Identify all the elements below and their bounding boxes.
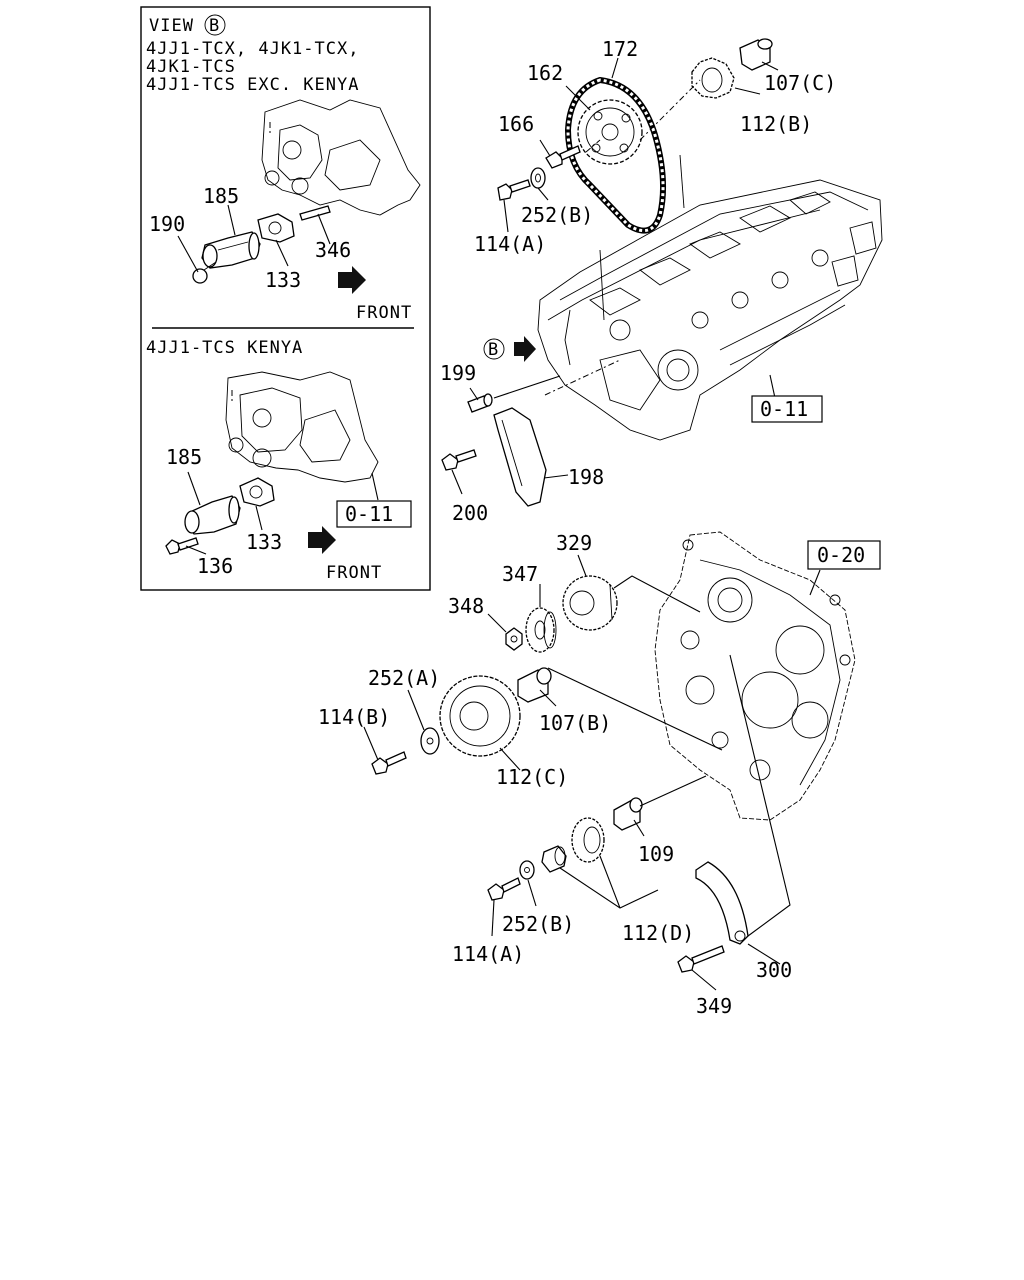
label-199: 199 [440,361,476,385]
label-252b-bottom: 252(B) [502,912,574,936]
timing-chain-172 [564,76,667,234]
label-107b: 107(B) [539,711,611,735]
label-133-upper: 133 [265,268,301,292]
front-label-lower: FRONT [326,563,382,583]
label-112c: 112(C) [496,765,568,789]
ref-box-front-cover-label: 0-20 [817,543,865,567]
inset-stud-346 [299,205,331,221]
label-114a-top: 114(A) [474,232,546,256]
label-185-upper: 185 [203,184,239,208]
dowel-199 [467,393,493,413]
washer-252b-bottom [519,860,535,880]
inset-header-line1: 4JJ1-TCX, 4JK1-TCX, [146,39,359,59]
front-arrow-icon-lower [308,526,336,554]
nut-348 [505,627,523,651]
label-114a-bottom: 114(A) [452,942,524,966]
inset-section2-header: 4JJ1-TCS KENYA [146,338,303,358]
cylinder-head [537,154,883,441]
view-direction-arrow-icon [514,336,536,362]
chain-tensioner-300 [695,861,749,945]
label-300: 300 [756,958,792,982]
label-329: 329 [556,531,592,555]
washer-252a [420,727,440,755]
bolt-114a-bottom [487,877,521,901]
label-198: 198 [568,465,604,489]
inset-solenoid-185-lower [184,495,241,535]
view-marker-b: B [483,336,536,362]
label-252a: 252(A) [368,666,440,690]
inset-bolt-136 [165,537,199,555]
washer-252b-top [530,167,546,189]
inset-engine-block-lower [225,371,379,483]
inset-panel: VIEW B 4JJ1-TCX, 4JK1-TCX, 4JK1-TCS 4JJ1… [140,6,431,591]
ref-box-inset [336,500,412,528]
shaft-109 [613,797,643,831]
label-346: 346 [315,238,351,262]
inset-solenoid-185-upper [201,231,261,269]
label-185-lower: 185 [166,445,202,469]
bolt-114a-top [497,179,531,201]
label-200: 200 [452,501,488,525]
front-label-upper: FRONT [356,303,412,323]
label-112b: 112(B) [740,112,812,136]
view-prefix: VIEW [149,16,194,36]
label-166: 166 [498,112,534,136]
label-114b: 114(B) [318,705,390,729]
front-arrow-icon-upper [338,266,366,294]
gear-112b [691,57,735,99]
sprocket-162 [577,99,643,165]
inset-gasket-133-lower [239,477,275,507]
label-109: 109 [638,842,674,866]
label-172: 172 [602,37,638,61]
shaft-107c [739,38,773,71]
label-347: 347 [502,562,538,586]
label-348: 348 [448,594,484,618]
inset-gasket-133-upper [257,213,295,243]
bolt-114b [371,751,407,775]
front-cover [654,531,856,821]
gear-329 [562,575,618,631]
shaft-107b [517,667,552,703]
label-136: 136 [197,554,233,578]
label-349: 349 [696,994,732,1018]
ref-box-cylinder-head-label: 0-11 [760,397,808,421]
label-162: 162 [527,61,563,85]
inset-header-line3: 4JJ1-TCS EXC. KENYA [146,75,359,95]
ref-box-front-cover [807,540,881,570]
label-190: 190 [149,212,185,236]
ref-box-inset-label: 0-11 [345,502,393,526]
inset-bolt-190 [192,261,217,284]
ref-box-cylinder-head [751,395,823,423]
bolt-349 [677,945,725,973]
label-107c: 107(C) [764,71,836,95]
bushing-112d [541,845,567,873]
label-252b-top: 252(B) [521,203,593,227]
bolt-200 [441,449,477,471]
view-marker-letter: B [488,340,499,360]
gear-112d [571,817,605,863]
inset-engine-block-upper [261,99,421,216]
label-112d: 112(D) [622,921,694,945]
label-133-lower: 133 [246,530,282,554]
view-letter: B [209,16,220,36]
inset-header-line2: 4JK1-TCS [146,57,236,77]
gear-347 [525,607,557,653]
gear-112c [439,675,521,757]
chain-guide-198 [493,407,547,507]
